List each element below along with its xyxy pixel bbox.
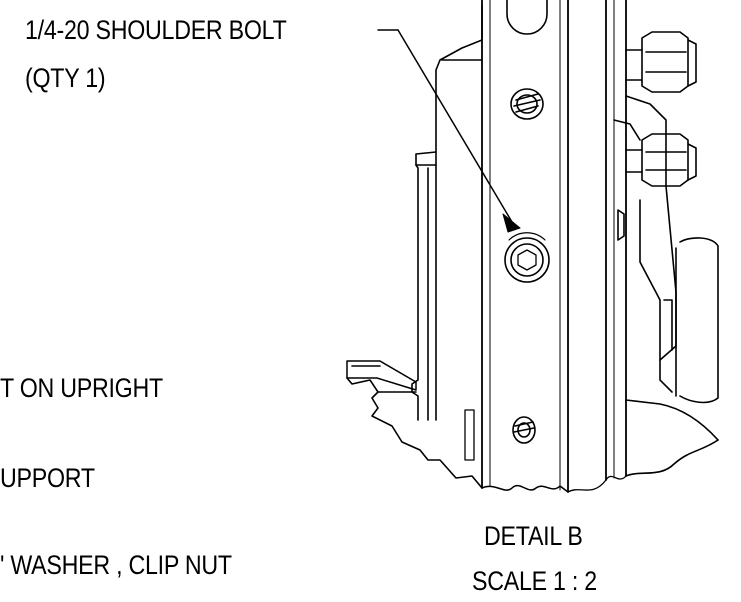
lower-screw (512, 416, 536, 444)
partial-label-support: UPPORT (0, 463, 95, 493)
partial-label-upright: T ON UPRIGHT (0, 373, 163, 403)
leader-line (377, 29, 521, 233)
detail-scale: SCALE 1 : 2 (472, 566, 597, 596)
callout-quantity-label: (QTY 1) (25, 63, 106, 93)
partial-label-clip-nut: ' WASHER , CLIP NUT (0, 550, 232, 580)
hex-nut-upper (625, 31, 697, 93)
right-clip (613, 95, 719, 477)
shoulder-bolt (504, 232, 550, 283)
lower-shelf (346, 360, 483, 489)
upper-screw (510, 88, 544, 120)
top-hole (506, 0, 548, 35)
callout-part-label: 1/4-20 SHOULDER BOLT (25, 15, 287, 45)
upright-plate (481, 0, 627, 493)
hex-nut-lower (625, 133, 697, 187)
detail-title: DETAIL B (484, 521, 583, 551)
left-bracket (411, 4, 483, 421)
